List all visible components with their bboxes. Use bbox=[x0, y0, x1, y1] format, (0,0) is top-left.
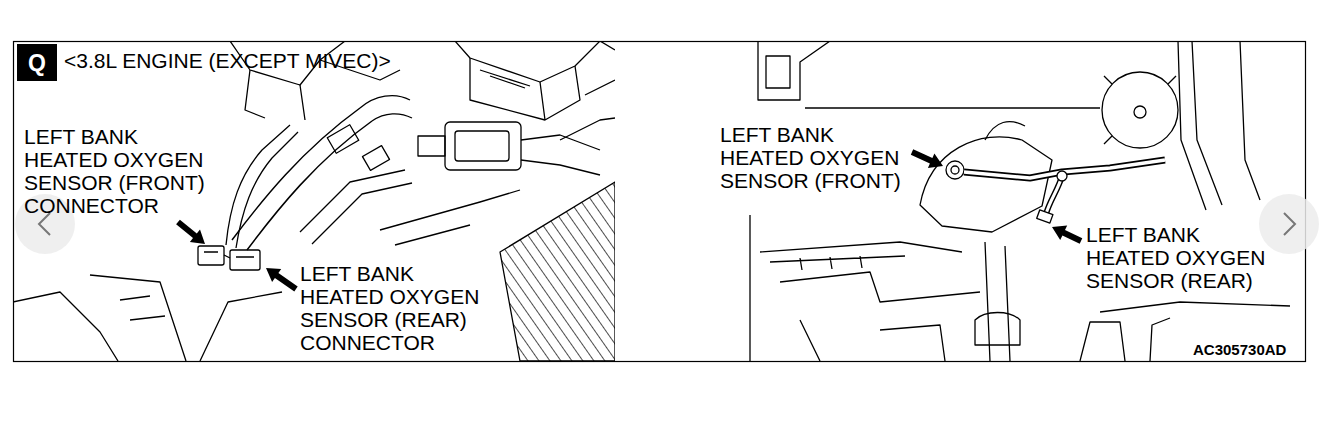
radiator-core bbox=[500, 182, 615, 361]
bracket bbox=[380, 190, 520, 245]
figure-code: AC305730AD bbox=[1193, 341, 1286, 359]
engine-bay-left-view bbox=[14, 42, 615, 361]
clip bbox=[362, 146, 389, 171]
connector-latch bbox=[204, 252, 254, 258]
air-cleaner bbox=[455, 42, 600, 82]
air-cleaner-rib bbox=[480, 70, 530, 88]
intake-duct bbox=[521, 135, 600, 175]
filler-cap-center bbox=[1134, 106, 1146, 118]
engine-part bbox=[560, 118, 615, 140]
wire-harness bbox=[226, 125, 290, 245]
throttle-connector bbox=[418, 136, 445, 156]
figure-frame bbox=[14, 42, 1306, 362]
bracket-hole bbox=[766, 56, 790, 88]
filler-cap-lug bbox=[1104, 76, 1176, 144]
sensor-label: LEFT BANK HEATED OXYGEN SENSOR (REAR) bbox=[1086, 223, 1280, 292]
engine-part bbox=[200, 292, 282, 361]
section-letter: Q bbox=[28, 50, 46, 76]
crossmember bbox=[1100, 302, 1290, 312]
connector-label: LEFT BANK HEATED OXYGEN SENSOR (REAR) CO… bbox=[300, 262, 494, 354]
sensor-wire bbox=[1046, 176, 1062, 214]
front-oxygen-sensor bbox=[946, 161, 964, 179]
pipe bbox=[1178, 42, 1222, 210]
body-panel bbox=[14, 292, 118, 361]
hose-bend bbox=[360, 96, 412, 121]
manifold-flange bbox=[985, 122, 1025, 140]
rear-oxygen-sensor bbox=[1037, 210, 1053, 223]
subframe-rib bbox=[770, 256, 905, 270]
pipe-clamp bbox=[975, 313, 1020, 346]
connector-label: LEFT BANK HEATED OXYGEN SENSOR (FRONT) C… bbox=[24, 125, 218, 217]
engine-part bbox=[800, 320, 945, 361]
pointer-arrow bbox=[911, 149, 943, 168]
panel-edge bbox=[749, 215, 750, 361]
rear-sensor-connector bbox=[230, 250, 260, 270]
bracket bbox=[758, 42, 830, 100]
hose bbox=[312, 183, 412, 244]
pointer-arrow bbox=[176, 220, 205, 244]
sensor-label: LEFT BANK HEATED OXYGEN SENSOR (FRONT) bbox=[720, 123, 912, 192]
front-oxygen-sensor-tip bbox=[951, 166, 959, 174]
carousel-button bbox=[1259, 194, 1319, 254]
pointer-arrow bbox=[266, 268, 298, 292]
chevron-right bbox=[1284, 213, 1295, 235]
section-badge: Q bbox=[17, 44, 57, 81]
body-panel bbox=[90, 275, 186, 361]
throttle-body bbox=[445, 122, 521, 170]
wire-clamp bbox=[1057, 171, 1067, 181]
subframe bbox=[780, 272, 980, 302]
filler-cap bbox=[1102, 72, 1178, 148]
mount bbox=[1150, 318, 1170, 361]
clip bbox=[327, 125, 359, 154]
exhaust-pipe bbox=[985, 242, 1010, 361]
hose bbox=[232, 108, 360, 240]
subframe bbox=[760, 242, 962, 252]
exhaust-manifold bbox=[920, 137, 1052, 232]
wire-harness bbox=[236, 132, 298, 248]
pointer-arrow bbox=[1052, 225, 1082, 243]
air-cleaner-edge bbox=[470, 42, 615, 120]
hose bbox=[300, 170, 405, 232]
pipe bbox=[1240, 42, 1260, 200]
section-title: <3.8L ENGINE (EXCEPT MIVEC)> bbox=[64, 49, 391, 72]
sensor-wire-core bbox=[1046, 176, 1062, 214]
front-sensor-connector bbox=[198, 246, 224, 265]
engine-edge bbox=[805, 107, 1100, 108]
hose bbox=[247, 121, 372, 250]
body-panel-rib bbox=[120, 296, 165, 320]
engine-underside-view bbox=[750, 42, 1290, 361]
throttle-body-cover bbox=[455, 131, 509, 161]
carousel-next-button bbox=[1259, 194, 1319, 254]
mount bbox=[1080, 322, 1125, 361]
